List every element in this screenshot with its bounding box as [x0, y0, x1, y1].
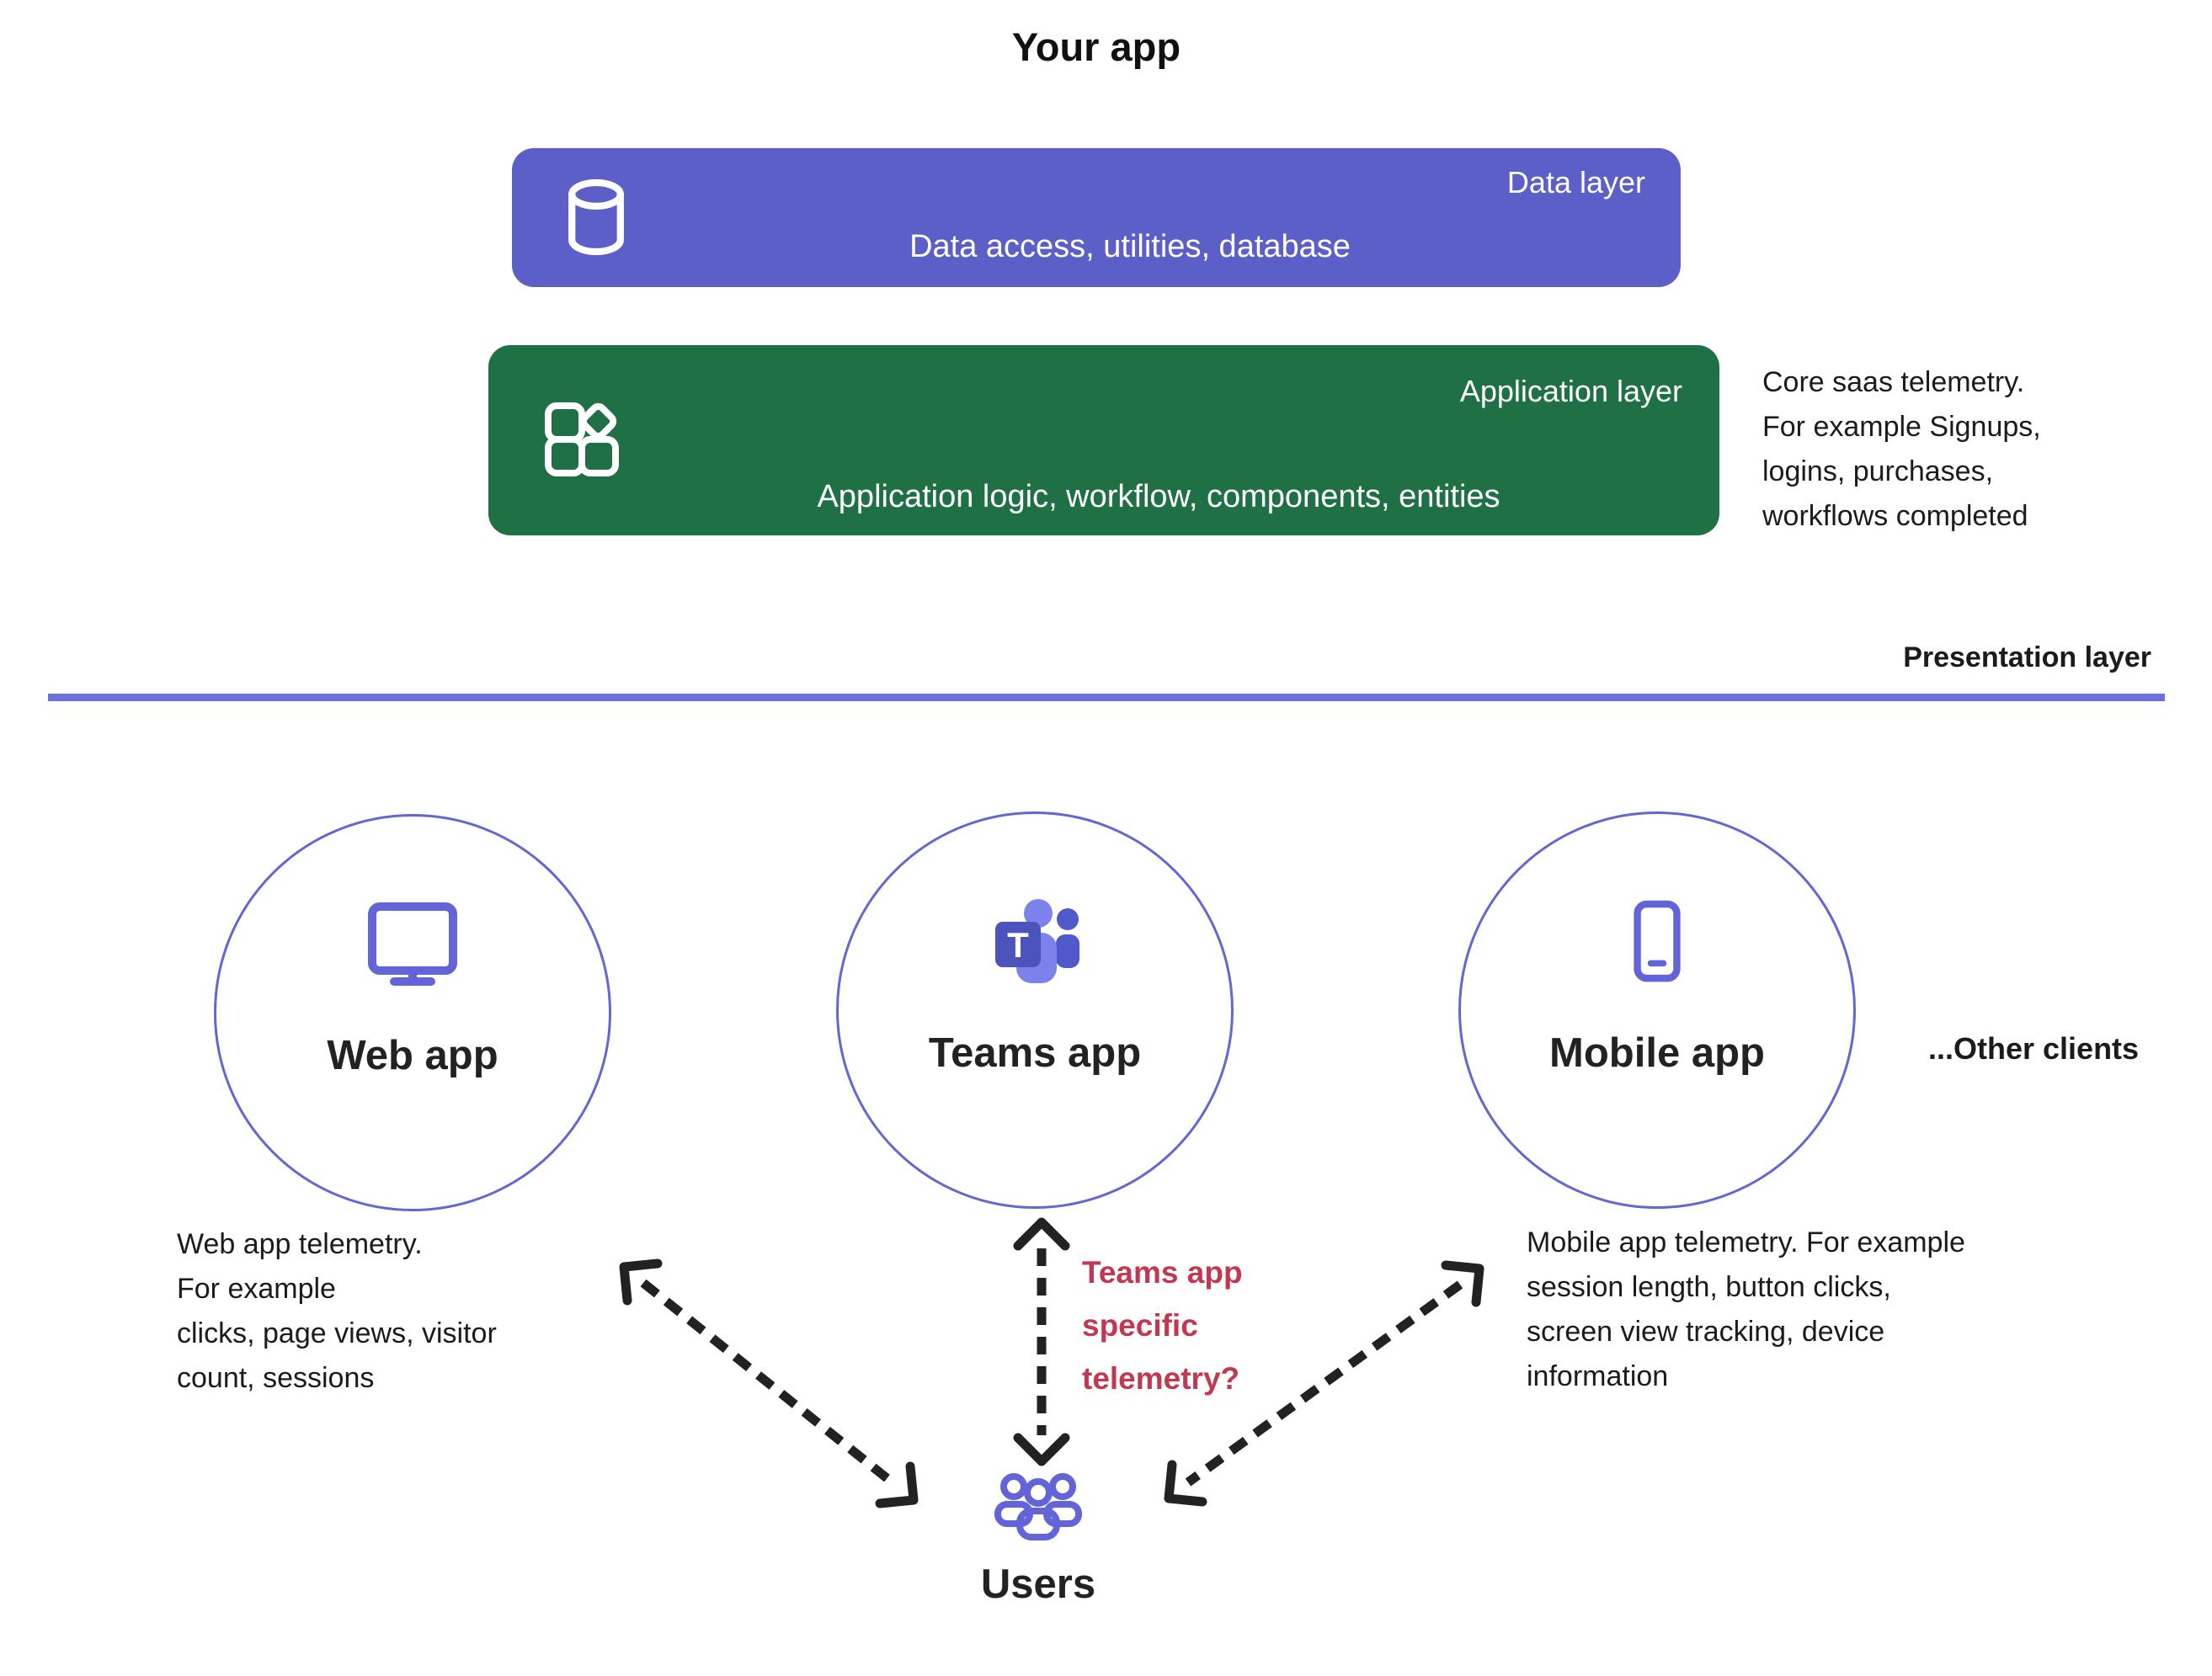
teams-app-note: Teams app specific telemetry?: [1082, 1255, 1243, 1396]
mobile-app-circle: Mobile app: [1458, 811, 1856, 1209]
users-icon: [912, 1466, 1165, 1551]
application-layer-note: Core saas telemetry. For example Signups…: [1762, 366, 2041, 532]
mobile-app-note: Mobile app telemetry. For example sessio…: [1527, 1226, 1965, 1392]
monitor-icon: [216, 901, 609, 988]
database-icon: [559, 177, 633, 262]
apps-icon: [542, 397, 626, 486]
mobile-app-label: Mobile app: [1549, 1030, 1765, 1076]
web-app-circle: Web app: [214, 814, 611, 1211]
teams-icon: T: [839, 895, 1231, 986]
presentation-layer-label: Presentation layer: [1903, 641, 2151, 673]
teams-users-arrow: [1013, 1217, 1070, 1466]
application-layer-label: Application layer: [1459, 374, 1682, 408]
teams-app-label: Teams app: [928, 1030, 1142, 1076]
presentation-layer-divider: [48, 694, 2165, 701]
teams-logo-letter: T: [1007, 925, 1029, 965]
data-layer-box: Data layer Data access, utilities, datab…: [512, 148, 1681, 287]
data-layer-description: Data access, utilities, database: [909, 229, 1351, 264]
page-title: Your app: [1011, 24, 1181, 69]
users-label: Users: [980, 1562, 1096, 1607]
web-app-label: Web app: [327, 1033, 498, 1078]
data-layer-label: Data layer: [1506, 165, 1645, 200]
application-layer-description: Application logic, workflow, components,…: [817, 479, 1500, 514]
application-layer-box: Application layer Application logic, wor…: [488, 345, 1719, 535]
phone-icon: [1461, 900, 1853, 984]
web-app-note: Web app telemetry. For example clicks, p…: [177, 1228, 497, 1394]
teams-app-circle: T Teams app: [836, 811, 1234, 1209]
users-group: Users: [912, 1466, 1165, 1608]
web-users-arrow: [619, 1258, 919, 1508]
other-clients-label: ...Other clients: [1928, 1031, 2140, 1066]
